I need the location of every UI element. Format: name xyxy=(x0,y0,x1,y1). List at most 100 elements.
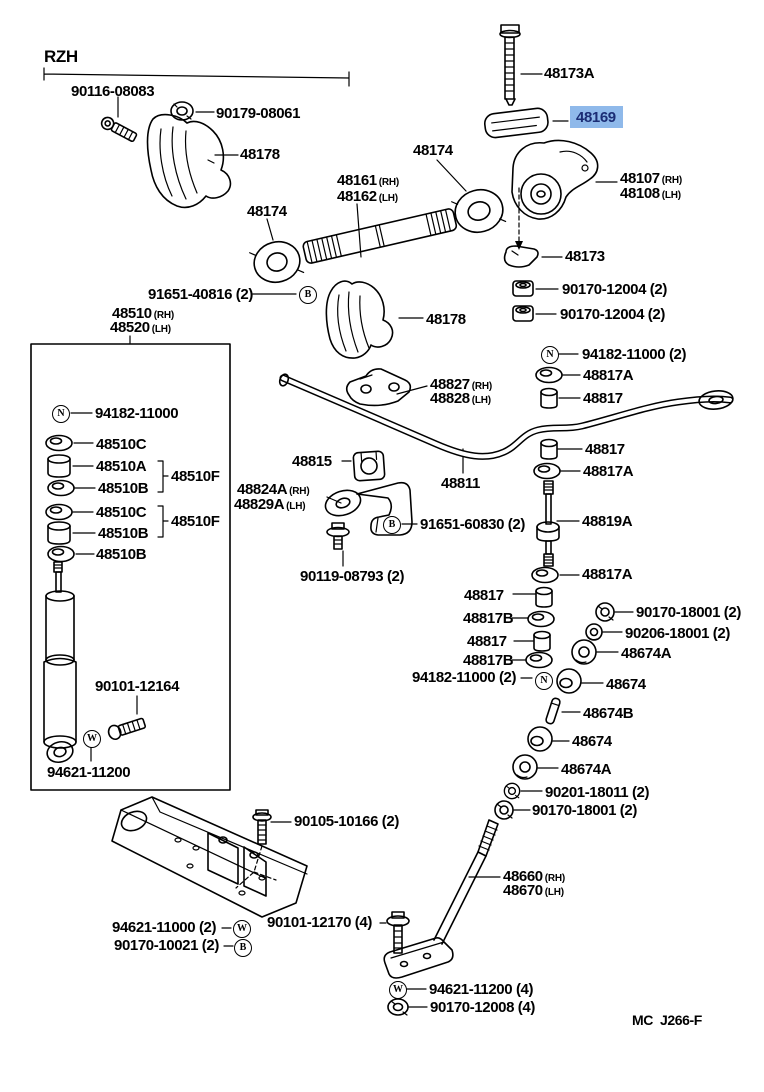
part-number: 90170-10021 (2) xyxy=(114,937,219,954)
part-label-90101-12164[interactable]: 90101-12164 xyxy=(95,679,179,694)
part-number: 48169 xyxy=(576,109,616,126)
part-label-48674A[interactable]: 48674A xyxy=(621,645,672,662)
part-drawing-bracket-48824A xyxy=(324,481,413,536)
part-label-48510C[interactable]: 48510C xyxy=(96,505,147,520)
part-number: 48828 xyxy=(430,390,470,407)
part-label-48827[interactable]: 48827(RH) xyxy=(430,377,492,392)
part-drawing-bolt-90101-12164 xyxy=(107,717,146,741)
part-number: 48510 xyxy=(112,305,152,322)
part-number: 91651-60830 (2) xyxy=(420,516,525,533)
part-drawing-nuts-90170-12004 xyxy=(512,280,534,322)
part-label-48674[interactable]: 48674 xyxy=(606,677,646,692)
part-label-48817B[interactable]: 48817B xyxy=(463,611,514,626)
part-label-94621-11200-4[interactable]: 94621-11200 (4) xyxy=(429,982,533,997)
part-label-48510B[interactable]: 48510B xyxy=(96,547,147,562)
part-label-48178[interactable]: 48178 xyxy=(426,312,466,327)
part-label-91651-60830-2[interactable]: 91651-60830 (2) xyxy=(420,517,525,532)
part-label-48817A[interactable]: 48817A xyxy=(582,567,633,582)
part-drawing-stabilizer-link-hardware xyxy=(525,366,563,669)
part-label-48178[interactable]: 48178 xyxy=(240,147,280,162)
part-number: 48674A xyxy=(561,761,612,778)
assembly-mark-N-icon: N xyxy=(541,346,559,364)
part-label-48162[interactable]: 48162(LH) xyxy=(337,189,398,204)
side-suffix: (LH) xyxy=(661,190,681,201)
side-suffix: (LH) xyxy=(286,501,306,512)
part-label-90101-12170-4[interactable]: 90101-12170 (4) xyxy=(267,915,372,930)
part-label-90170-18001-2[interactable]: 90170-18001 (2) xyxy=(532,803,637,818)
part-label-48107[interactable]: 48107(RH) xyxy=(620,171,682,186)
part-number: 48174 xyxy=(413,142,453,159)
part-label-48510F[interactable]: 48510F xyxy=(171,469,220,484)
part-label-48660[interactable]: 48660(RH) xyxy=(503,869,565,884)
part-label-90206-18001-2[interactable]: 90206-18001 (2) xyxy=(625,626,730,641)
part-label-48510F[interactable]: 48510F xyxy=(171,513,220,530)
part-number: 90105-10166 (2) xyxy=(294,813,399,830)
part-label-48817A[interactable]: 48817A xyxy=(583,464,634,479)
part-label-48811[interactable]: 48811 xyxy=(441,476,480,491)
part-number: 91651-40816 (2) xyxy=(148,286,253,303)
part-label-90170-12008-4[interactable]: 90170-12008 (4) xyxy=(430,1000,535,1015)
part-drawing-strut-bar-48660 xyxy=(383,819,499,979)
part-label-91651-40816-2[interactable]: 91651-40816 (2) xyxy=(148,287,253,302)
part-label-48817B[interactable]: 48817B xyxy=(463,653,514,668)
part-label-48510A[interactable]: 48510A xyxy=(96,458,147,475)
part-label-94621-11200[interactable]: 94621-11200 xyxy=(47,765,131,780)
part-label-48828[interactable]: 48828(LH) xyxy=(430,391,491,406)
part-label-48815[interactable]: 48815 xyxy=(292,454,332,469)
part-label-48169-highlighted[interactable]: 48169 xyxy=(570,106,623,128)
part-label-48174[interactable]: 48174 xyxy=(413,143,453,158)
part-label-48817[interactable]: 48817 xyxy=(585,442,625,457)
part-label-48510[interactable]: 48510(RH) xyxy=(112,306,174,321)
part-label-90170-12004-2[interactable]: 90170-12004 (2) xyxy=(562,282,667,297)
part-label-48108[interactable]: 48108(LH) xyxy=(620,186,681,201)
part-label-48824A[interactable]: 48824A(RH) xyxy=(237,482,310,497)
part-label-94182-11000[interactable]: 94182-11000 xyxy=(95,406,179,421)
part-label-48520[interactable]: 48520(LH) xyxy=(110,320,171,335)
part-label-48817[interactable]: 48817 xyxy=(467,634,507,649)
part-label-48674A[interactable]: 48674A xyxy=(561,761,612,778)
part-number: 48510A xyxy=(96,458,147,475)
part-label-90170-18001-2[interactable]: 90170-18001 (2) xyxy=(636,605,741,620)
part-number: 48817 xyxy=(464,587,504,604)
part-label-48173[interactable]: 48173 xyxy=(565,249,605,264)
part-label-48173A[interactable]: 48173A xyxy=(544,66,595,81)
part-label-48670[interactable]: 48670(LH) xyxy=(503,883,564,898)
part-label-90116-08083[interactable]: 90116-08083 xyxy=(71,84,155,99)
part-number: 48107 xyxy=(620,170,660,187)
part-label-48817[interactable]: 48817 xyxy=(583,391,623,406)
part-label-48674[interactable]: 48674 xyxy=(572,734,612,749)
part-label-48510B[interactable]: 48510B xyxy=(98,481,149,496)
part-label-48510C[interactable]: 48510C xyxy=(96,437,147,452)
part-label-94182-11000-2[interactable]: 94182-11000 (2) xyxy=(412,670,516,685)
part-number: 48829A xyxy=(234,496,285,513)
part-drawing-shock-absorber xyxy=(43,561,77,764)
part-label-48510B[interactable]: 48510B xyxy=(98,526,149,541)
part-label-90179-08061[interactable]: 90179-08061 xyxy=(216,106,300,121)
part-label-90119-08793-2[interactable]: 90119-08793 (2) xyxy=(300,569,404,584)
part-label-48674B[interactable]: 48674B xyxy=(583,706,634,721)
model-application-bracket xyxy=(43,67,350,87)
part-label-90170-10021-2[interactable]: 90170-10021 (2) xyxy=(114,938,219,953)
part-drawing-strut-bar-hardware xyxy=(494,602,615,820)
part-number: 48674A xyxy=(621,645,672,662)
part-label-90170-12004-2[interactable]: 90170-12004 (2) xyxy=(560,307,665,322)
part-label-48161[interactable]: 48161(RH) xyxy=(337,173,399,188)
part-label-94182-11000-2[interactable]: 94182-11000 (2) xyxy=(582,347,686,362)
part-drawing-link-48819A xyxy=(536,480,560,567)
side-suffix: (RH) xyxy=(471,381,493,392)
side-suffix: (RH) xyxy=(661,175,683,186)
leader-lines xyxy=(70,73,634,1008)
part-label-94621-11000-2[interactable]: 94621-11000 (2) xyxy=(112,920,216,935)
part-number: 48674 xyxy=(606,676,646,693)
part-drawing-bracket-48178-middle xyxy=(325,280,394,359)
part-number: 48510F xyxy=(171,513,220,530)
part-label-48819A[interactable]: 48819A xyxy=(582,514,633,529)
part-number: 48161 xyxy=(337,172,377,189)
part-label-48817[interactable]: 48817 xyxy=(464,588,504,603)
part-label-48829A[interactable]: 48829A(LH) xyxy=(234,496,306,513)
part-label-48174[interactable]: 48174 xyxy=(247,204,287,219)
part-label-90105-10166-2[interactable]: 90105-10166 (2) xyxy=(294,814,399,829)
part-label-90201-18011-2[interactable]: 90201-18011 (2) xyxy=(545,785,649,800)
part-label-48817A[interactable]: 48817A xyxy=(583,368,634,383)
